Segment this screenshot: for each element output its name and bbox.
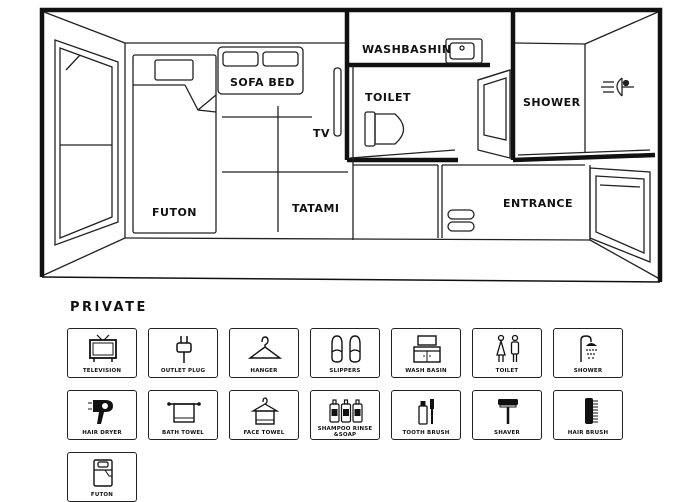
amenity-bath-towel: BATH TOWEL	[148, 390, 218, 440]
hanger-icon	[247, 336, 283, 359]
slippers-icon	[331, 335, 361, 363]
futon-bed	[132, 54, 217, 234]
amenity-label: WASH BASIN	[405, 368, 447, 374]
shaver-icon	[498, 399, 518, 424]
entrance-door	[589, 167, 651, 263]
outlet-plug-icon	[176, 336, 192, 363]
sofa-bed	[217, 46, 304, 95]
amenity-television: TELEVISION	[67, 328, 137, 378]
shampoo-bottles-icon	[329, 399, 363, 423]
amenity-label: BATH TOWEL	[161, 430, 205, 436]
amenity-label: SHOWER	[573, 368, 603, 374]
room-label-toilet: TOILET	[365, 91, 411, 104]
amenity-futon: FUTON	[67, 452, 137, 502]
amenity-label: SHAMPOO RINSE&SOAP	[317, 426, 373, 438]
amenity-shower: SHOWER	[553, 328, 623, 378]
shower-head	[601, 77, 634, 97]
amenity-label: HAIR DRYER	[82, 430, 122, 436]
amenity-label: SLIPPERS	[329, 368, 361, 374]
slippers-entrance	[447, 209, 475, 232]
room-label-futon: FUTON	[152, 206, 197, 219]
amenity-label: OUTLET PLUG	[160, 368, 206, 374]
room-label-tv: TV	[313, 127, 330, 140]
perspective-lines	[43, 11, 659, 279]
room-label-tatami: TATAMI	[292, 202, 340, 215]
amenity-label: TOILET	[495, 368, 519, 374]
room-label-shower: SHOWER	[523, 96, 581, 109]
amenity-label: FACE TOWEL	[243, 430, 285, 436]
bath-towel-icon	[167, 402, 201, 423]
amenity-wash-basin: WASH BASIN	[391, 328, 461, 378]
tv-unit	[333, 67, 342, 137]
room-label-washbashin: WASHBASHIN	[362, 43, 452, 56]
bathroom-door	[477, 69, 511, 159]
amenity-tooth-brush: TOOTH BRUSH	[391, 390, 461, 440]
television-icon	[89, 334, 117, 362]
hair-dryer-icon	[88, 400, 113, 424]
bathroom-details	[349, 65, 651, 240]
amenity-outlet-plug: OUTLET PLUG	[148, 328, 218, 378]
wash-basin	[445, 38, 483, 64]
amenity-label: SHAVER	[494, 430, 520, 436]
section-title: PRIVATE	[70, 300, 148, 315]
amenity-hair-dryer: HAIR DRYER	[67, 390, 137, 440]
hair-brush-icon	[585, 398, 598, 424]
floor-bottom-edge	[41, 276, 661, 283]
amenity-label: FUTON	[90, 492, 114, 498]
amenity-label: HAIR BRUSH	[567, 430, 609, 436]
amenity-hanger: HANGER	[229, 328, 299, 378]
amenity-face-towel: FACE TOWEL	[229, 390, 299, 440]
amenity-hair-brush: HAIR BRUSH	[553, 390, 623, 440]
tatami-lines	[222, 106, 348, 232]
amenity-shaver: SHAVER	[472, 390, 542, 440]
wash-basin-icon	[413, 335, 441, 363]
outer-wall	[39, 7, 663, 282]
futon-icon	[93, 459, 113, 487]
amenity-label: HANGER	[250, 368, 278, 374]
tooth-brush-icon	[418, 399, 434, 425]
shower-icon	[580, 335, 597, 362]
face-towel-icon	[250, 397, 280, 425]
amenity-label: TOOTH BRUSH	[402, 430, 450, 436]
amenity-slippers: SLIPPERS	[310, 328, 380, 378]
toilet-fixture	[364, 111, 405, 147]
amenity-shampoo: SHAMPOO RINSE&SOAP	[310, 390, 380, 440]
room-label-entrance: ENTRANCE	[503, 197, 573, 210]
toilet-people-icon	[496, 334, 520, 362]
amenity-toilet: TOILET	[472, 328, 542, 378]
room-label-sofa-bed: SOFA BED	[230, 76, 295, 89]
bathroom-walls	[344, 10, 656, 163]
amenity-label: TELEVISION	[82, 368, 122, 374]
floor-plan: WASHBASHIN TOILET SHOWER SOFA BED TV FUT…	[39, 7, 663, 283]
window-left	[54, 39, 119, 246]
